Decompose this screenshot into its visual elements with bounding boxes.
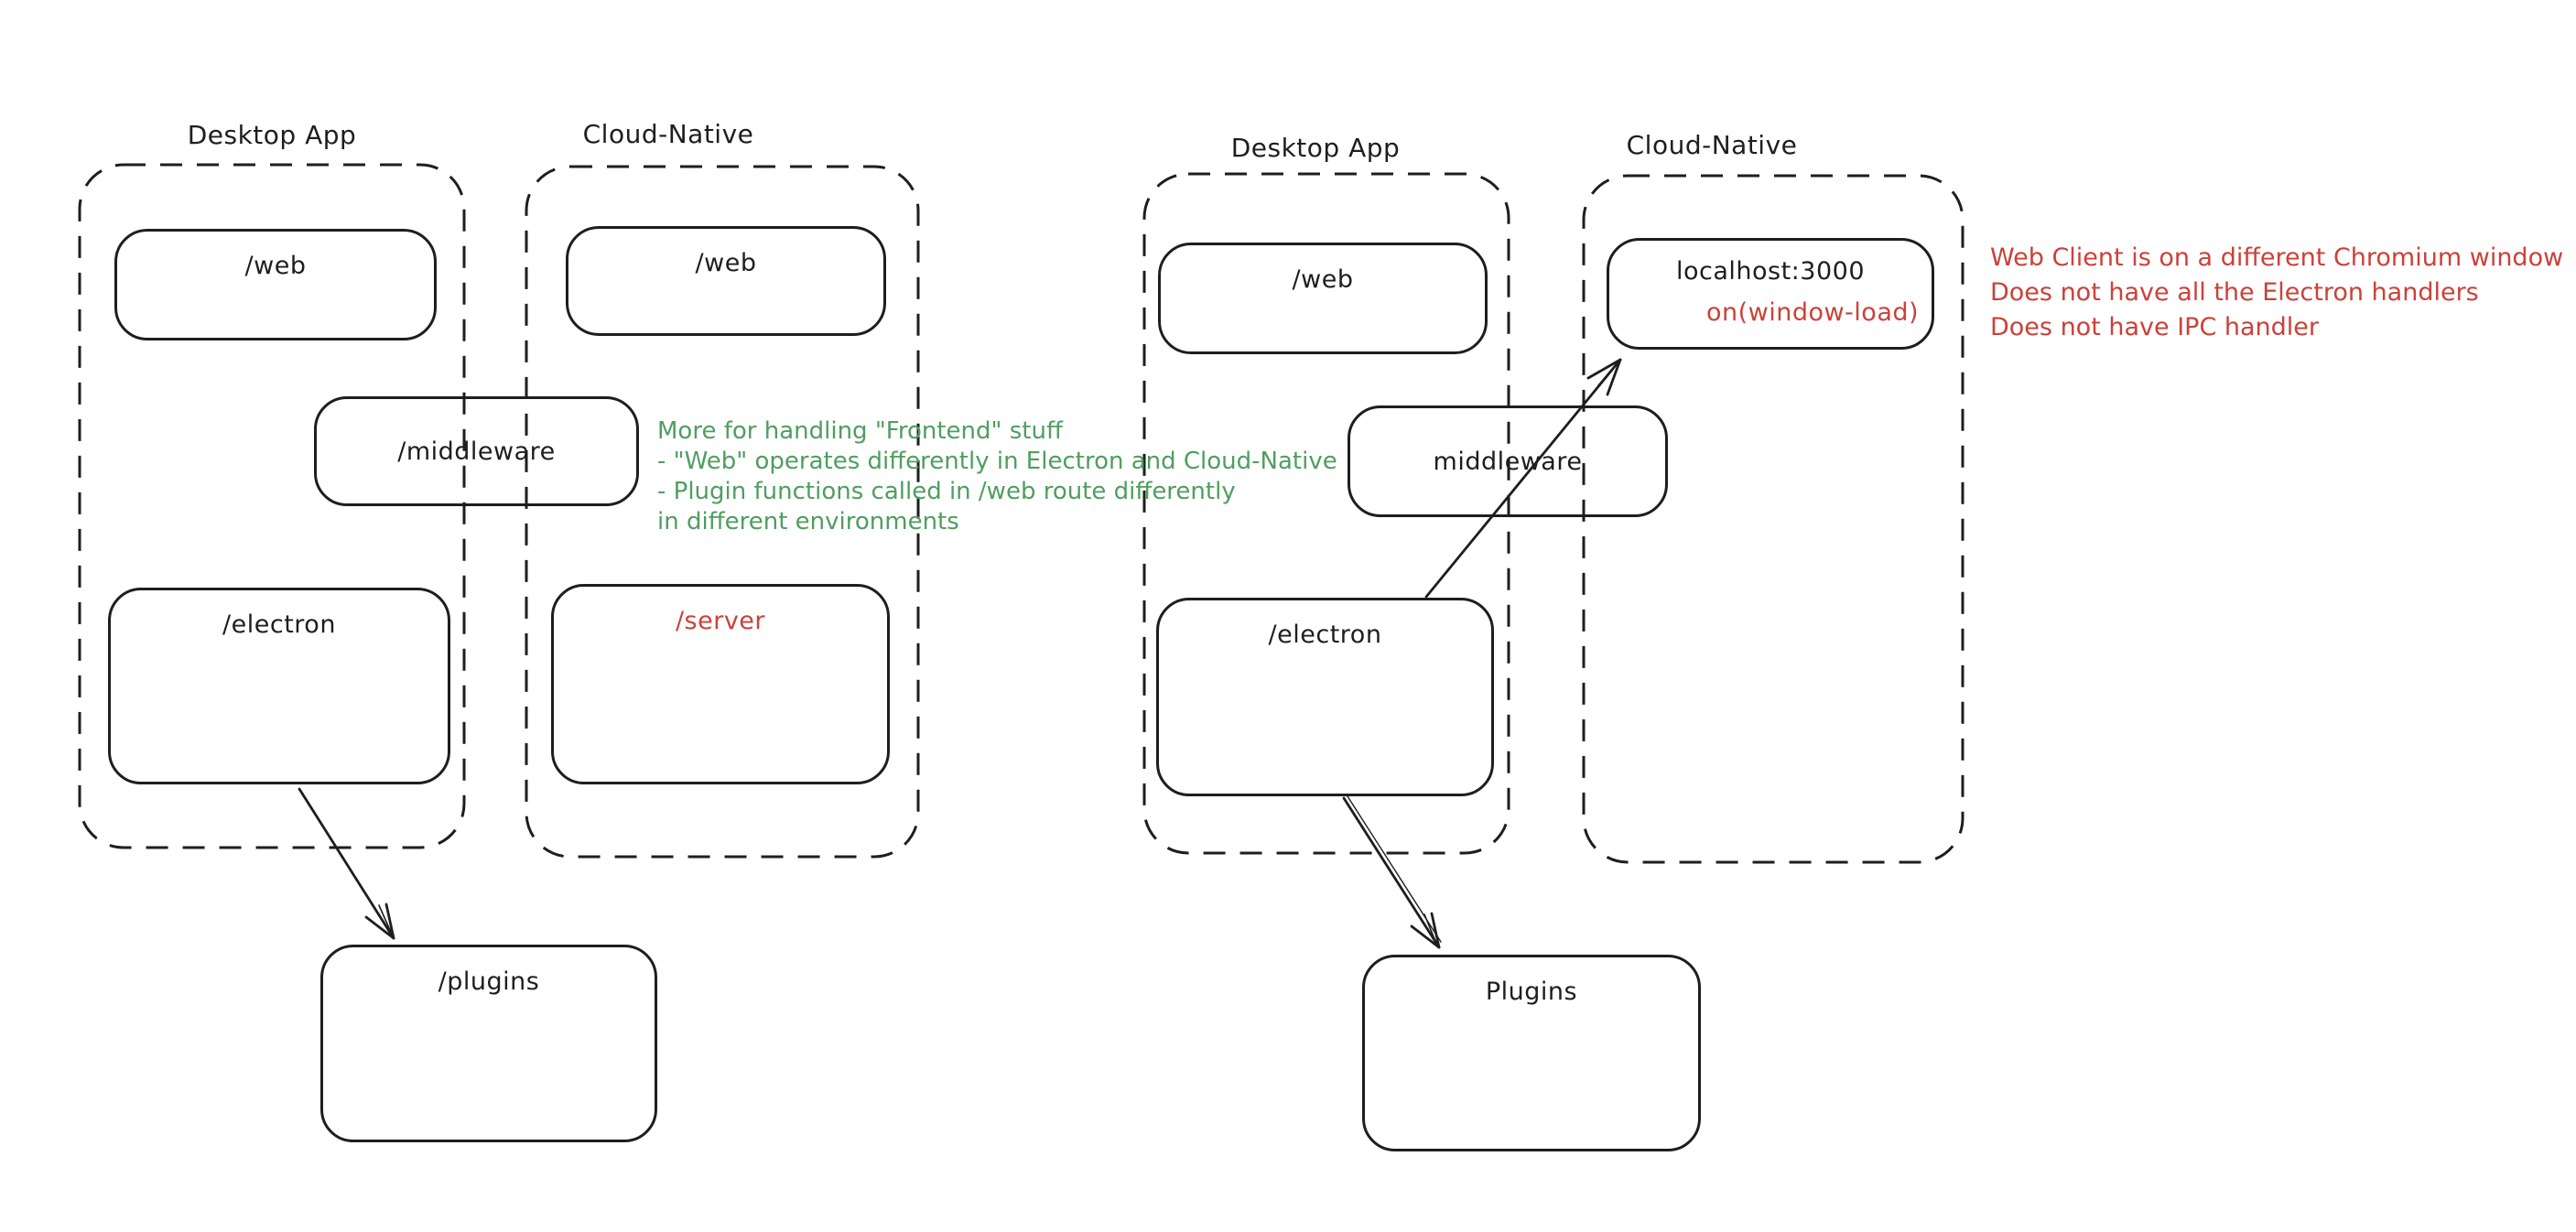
zone-title-cloud-native-left[interactable]: Cloud-Native bbox=[582, 119, 754, 149]
box-middleware-left-label: /middleware bbox=[397, 437, 556, 466]
box-web-desktop-left-label: /web bbox=[244, 252, 307, 280]
box-server-left-label: /server bbox=[675, 607, 766, 635]
note-frontend-line-1: More for handling "Frontend" stuff bbox=[657, 417, 1063, 445]
box-server-left[interactable]: /server bbox=[551, 584, 890, 784]
box-localhost-event-label: on(window-load) bbox=[1705, 298, 1920, 327]
box-plugins-left-label: /plugins bbox=[438, 967, 540, 996]
note-web-client-line-3: Does not have IPC handler bbox=[1990, 313, 2320, 341]
note-frontend-green[interactable]: More for handling "Frontend" stuff - "We… bbox=[657, 416, 1337, 537]
arrow-electron-to-plugins-left[interactable] bbox=[298, 787, 395, 940]
note-web-client-line-1: Web Client is on a different Chromium wi… bbox=[1990, 243, 2564, 272]
box-plugins-left[interactable]: /plugins bbox=[320, 945, 657, 1142]
zone-title-desktop-app-right[interactable]: Desktop App bbox=[1230, 133, 1401, 163]
box-localhost-3000[interactable]: localhost:3000 on(window-load) bbox=[1607, 238, 1934, 350]
note-web-client-red[interactable]: Web Client is on a different Chromium wi… bbox=[1990, 241, 2563, 345]
zone-title-desktop-app-left[interactable]: Desktop App bbox=[187, 120, 357, 150]
box-plugins-right-label: Plugins bbox=[1485, 978, 1578, 1006]
box-web-cloud-left-label: /web bbox=[695, 249, 757, 277]
box-electron-left-label: /electron bbox=[222, 611, 336, 639]
box-middleware-right[interactable]: middleware bbox=[1348, 405, 1668, 517]
box-web-right[interactable]: /web bbox=[1158, 243, 1488, 354]
box-localhost-3000-label: localhost:3000 bbox=[1675, 257, 1865, 286]
box-middleware-right-label: middleware bbox=[1433, 447, 1583, 476]
note-frontend-line-3: - Plugin functions called in /web route … bbox=[657, 478, 1236, 505]
zone-title-cloud-native-right[interactable]: Cloud-Native bbox=[1626, 130, 1798, 160]
note-frontend-line-4: in different environments bbox=[657, 508, 959, 535]
box-electron-right[interactable]: /electron bbox=[1156, 598, 1494, 796]
box-electron-left[interactable]: /electron bbox=[108, 588, 450, 784]
box-web-desktop-left[interactable]: /web bbox=[114, 229, 437, 340]
note-frontend-line-2: - "Web" operates differently in Electron… bbox=[657, 448, 1337, 475]
box-plugins-right[interactable]: Plugins bbox=[1362, 955, 1701, 1151]
box-middleware-left[interactable]: /middleware bbox=[314, 396, 639, 506]
box-electron-right-label: /electron bbox=[1268, 621, 1382, 649]
arrow-electron-to-plugins-right[interactable] bbox=[1342, 795, 1442, 949]
box-web-right-label: /web bbox=[1292, 265, 1354, 294]
box-web-cloud-left[interactable]: /web bbox=[566, 226, 886, 336]
note-web-client-line-2: Does not have all the Electron handlers bbox=[1990, 278, 2479, 307]
